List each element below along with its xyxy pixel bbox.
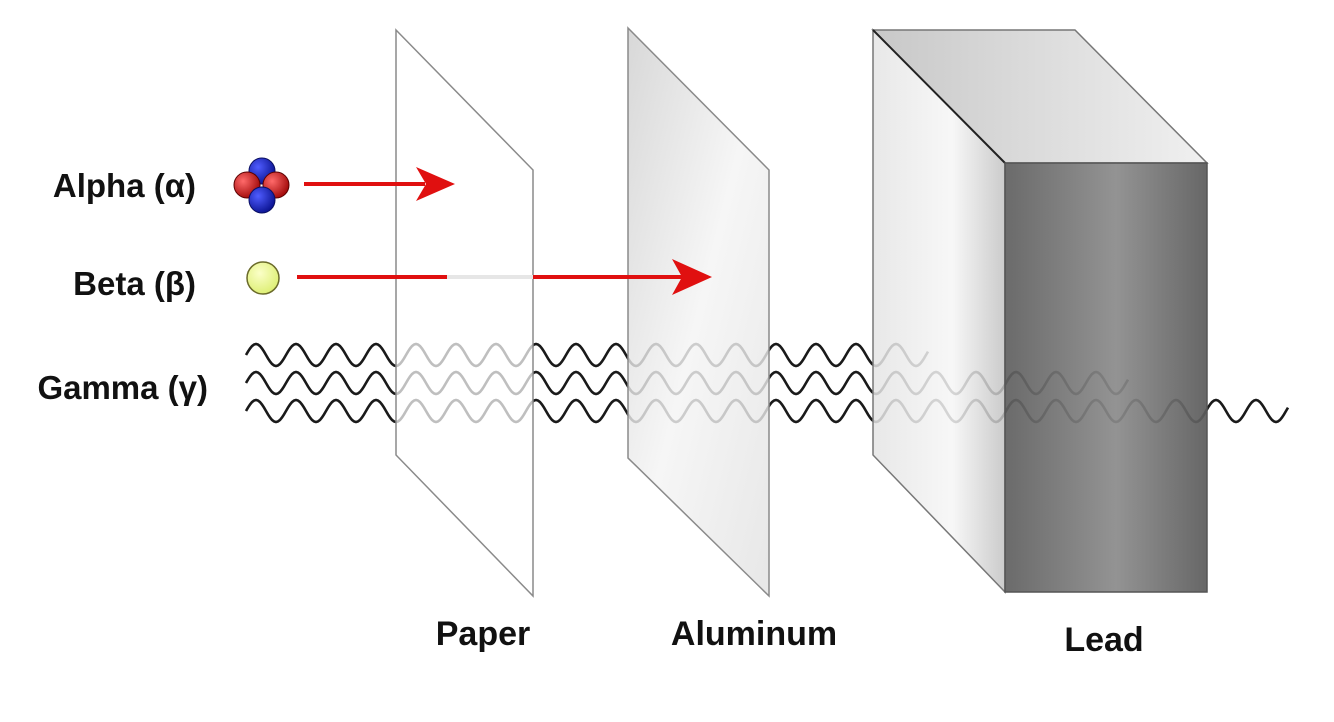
lead-label: Lead bbox=[1064, 621, 1143, 659]
beta-particle-icon bbox=[246, 261, 280, 295]
paper-sheet bbox=[395, 28, 534, 598]
lead-block bbox=[871, 28, 1209, 594]
gamma-label: Gamma (γ) bbox=[37, 369, 208, 406]
lead-block-front bbox=[1004, 162, 1208, 593]
alpha-particle-icon bbox=[233, 157, 290, 214]
beta-arrow bbox=[297, 259, 712, 295]
gamma-wave-icon bbox=[244, 342, 930, 368]
beta-label: Beta (β) bbox=[73, 265, 196, 302]
paper-label: Paper bbox=[436, 615, 531, 653]
alpha-label: Alpha (α) bbox=[53, 167, 196, 204]
alpha-arrow bbox=[304, 167, 455, 201]
aluminum-sheet bbox=[627, 26, 770, 598]
aluminum-label: Aluminum bbox=[671, 615, 837, 653]
